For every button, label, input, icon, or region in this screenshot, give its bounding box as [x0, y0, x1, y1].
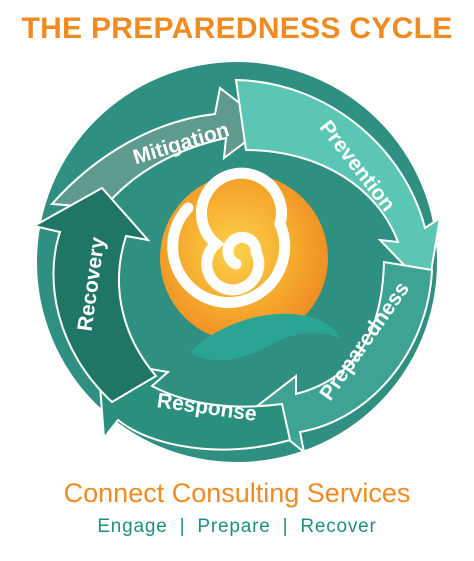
- tagline-separator: |: [282, 516, 289, 537]
- prevention-arrow: [234, 78, 442, 293]
- diagram-title: THE PREPAREDNESS CYCLE: [21, 12, 453, 45]
- tagline: Engage | Prepare | Recover: [0, 516, 474, 538]
- hand-icon: [190, 313, 340, 361]
- swirl-icon: [167, 167, 291, 308]
- company-name: Connect Consulting Services: [63, 478, 411, 508]
- preparedness-cycle-diagram: Mitigation Prevention Preparedness Respo…: [31, 62, 442, 462]
- tagline-prepare: Prepare: [197, 516, 271, 537]
- recovery-arrow: [31, 186, 158, 404]
- tagline-separator: |: [179, 516, 186, 537]
- tagline-engage: Engage: [97, 516, 168, 537]
- tagline-recover: Recover: [300, 516, 377, 537]
